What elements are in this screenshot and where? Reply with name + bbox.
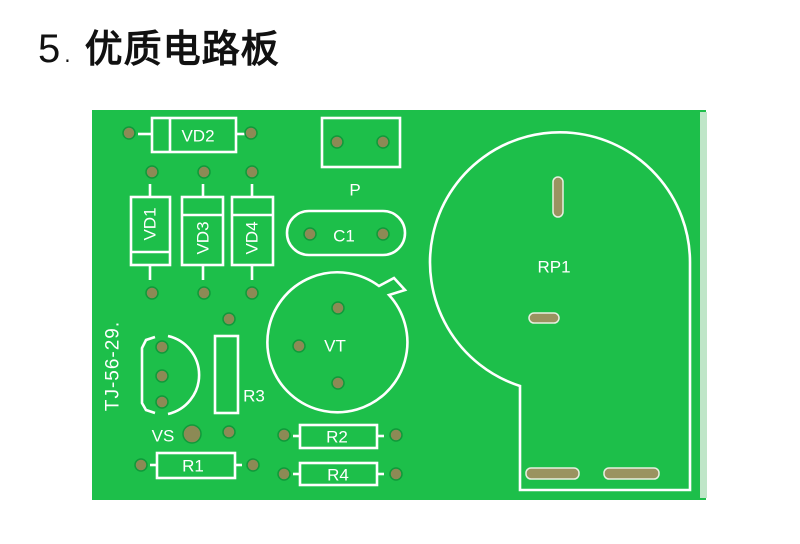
connector-p: P <box>320 116 402 200</box>
capacitor-c1: C1 <box>285 209 407 257</box>
resistor-r2: R2 <box>277 423 403 450</box>
label-vd1: VD1 <box>141 207 160 240</box>
label-rp1: RP1 <box>537 258 570 277</box>
label-vs: VS <box>152 427 175 446</box>
resistor-r4: R4 <box>277 461 403 487</box>
label-c1: C1 <box>333 227 355 246</box>
label-vd2: VD2 <box>181 127 214 146</box>
pcb-board <box>92 110 706 500</box>
potentiometer-rp1: RP1 <box>428 131 692 492</box>
board-edge <box>700 112 707 498</box>
resistor-r1: R1 <box>134 451 260 480</box>
label-vd3: VD3 <box>194 221 213 254</box>
diode-vd2: VD2 <box>122 116 258 154</box>
diode-vd4: VD4 <box>230 165 275 300</box>
heading-number: 5 <box>38 27 61 71</box>
diode-vd1: VD1 <box>129 165 172 300</box>
component-vs: VS <box>140 334 202 446</box>
label-r4: R4 <box>327 466 349 485</box>
resistor-r3: R3 <box>213 312 265 439</box>
transistor-vt: VT <box>266 271 409 414</box>
heading: 5 . 优质电路板 <box>38 18 280 73</box>
label-r1: R1 <box>182 457 204 476</box>
label-r3: R3 <box>243 387 265 406</box>
part-number: TJ-56-29. <box>103 321 124 411</box>
diode-vd3: VD3 <box>180 165 225 300</box>
label-r2: R2 <box>326 428 348 447</box>
heading-separator: . <box>64 43 71 67</box>
label-vd4: VD4 <box>243 221 262 254</box>
label-vt: VT <box>324 337 346 356</box>
heading-text: 优质电路板 <box>84 27 280 71</box>
label-p: P <box>349 181 360 200</box>
